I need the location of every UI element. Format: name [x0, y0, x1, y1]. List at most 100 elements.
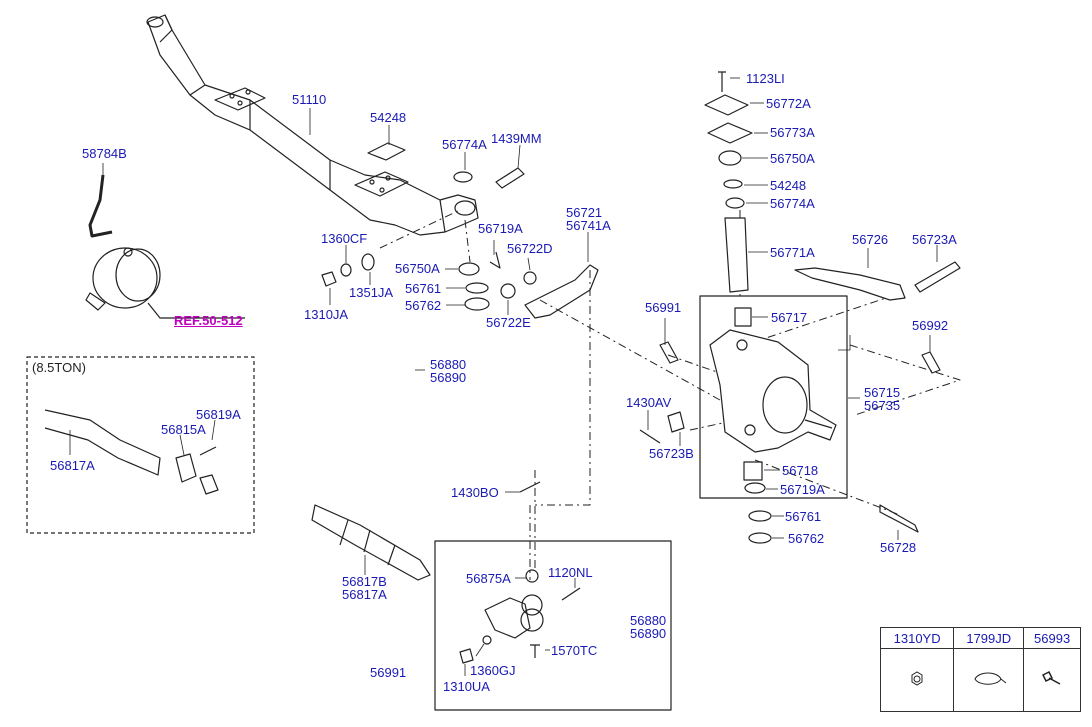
gasket-56773a [707, 122, 753, 144]
label-56815a[interactable]: 56815A [161, 422, 206, 437]
bolt-1123li [718, 71, 726, 92]
nut-icon [911, 670, 923, 686]
label-51110[interactable]: 51110 [292, 92, 327, 107]
legend-header-56993[interactable]: 56993 [1023, 627, 1081, 649]
label-56722d[interactable]: 56722D [507, 241, 553, 256]
washer-56774a-mid [453, 171, 473, 183]
nut-56723b [667, 411, 685, 433]
label-56771a[interactable]: 56771A [770, 245, 815, 260]
legend-header-1799jd[interactable]: 1799JD [953, 627, 1025, 649]
label-1430av[interactable]: 1430AV [626, 395, 672, 410]
label-56719a-mid[interactable]: 56719A [478, 221, 523, 236]
oring-56719a-r [744, 482, 766, 494]
label-54248-r[interactable]: 54248 [770, 178, 807, 193]
tie-rod-end-box [434, 540, 672, 711]
label-1310ua[interactable]: 1310UA [443, 679, 490, 694]
tie-rod [311, 504, 431, 581]
label-56761-mid[interactable]: 56761 [405, 281, 442, 296]
label-56715[interactable]: 56715 [864, 385, 901, 400]
label-56890-mid[interactable]: 56890 [430, 370, 467, 385]
label-1310ja[interactable]: 1310JA [304, 307, 349, 322]
label-56718[interactable]: 56718 [782, 463, 819, 478]
label-56726[interactable]: 56726 [852, 232, 889, 247]
shim-56761-mid [465, 282, 489, 294]
label-56750a-mid[interactable]: 56750A [395, 261, 440, 276]
label-1439mm[interactable]: 1439MM [491, 131, 542, 146]
label-56890-low[interactable]: 56890 [630, 626, 667, 641]
label-1360cf[interactable]: 1360CF [321, 231, 368, 246]
tie-rod-end [484, 594, 544, 639]
label-56774a-mid[interactable]: 56774A [442, 137, 487, 152]
legend-header-1310yd[interactable]: 1310YD [879, 627, 955, 649]
legend-table: 1310YD 1799JD 56993 [879, 627, 1081, 712]
nut-56875a [525, 569, 539, 583]
label-56735[interactable]: 56735 [864, 398, 901, 413]
washer-1351ja [361, 253, 375, 271]
bolt-56991-r [659, 341, 679, 364]
label-56992[interactable]: 56992 [912, 318, 949, 333]
label-56728[interactable]: 56728 [880, 540, 917, 555]
legend-tie-cell [953, 648, 1025, 712]
label-56723b[interactable]: 56723B [649, 446, 694, 461]
label-56722e[interactable]: 56722E [486, 315, 531, 330]
variant-note: (8.5TON) [32, 360, 86, 375]
label-56741a[interactable]: 56741A [566, 218, 611, 233]
label-56762-mid[interactable]: 56762 [405, 298, 442, 313]
label-56750a-r[interactable]: 56750A [770, 151, 815, 166]
pin-1430av [639, 429, 661, 444]
bolt-icon [1042, 670, 1061, 685]
label-1120nl[interactable]: 1120NL [548, 565, 593, 580]
ball-joint-variant [199, 474, 219, 495]
seal-56750a-mid [458, 262, 480, 276]
bushing-56718 [743, 461, 763, 481]
label-56817a-variant[interactable]: 56817A [50, 458, 95, 473]
label-58784b[interactable]: 58784B [82, 146, 127, 161]
label-56721[interactable]: 56721 [566, 205, 603, 220]
cable-tie-icon [974, 672, 1007, 685]
bolt-56723a [914, 261, 961, 293]
label-1430bo[interactable]: 1430BO [451, 485, 499, 500]
label-56761-r[interactable]: 56761 [785, 509, 822, 524]
bolt-56728 [879, 504, 919, 533]
label-1360gj[interactable]: 1360GJ [470, 663, 516, 678]
label-56774a-r[interactable]: 56774A [770, 196, 815, 211]
label-56773a[interactable]: 56773A [770, 125, 815, 140]
label-56762-r[interactable]: 56762 [788, 531, 825, 546]
label-54248[interactable]: 54248 [370, 110, 407, 125]
nut-56722e [500, 283, 516, 299]
label-56717[interactable]: 56717 [771, 310, 808, 325]
tie-rod-variant [44, 409, 161, 476]
label-56723a[interactable]: 56723A [912, 232, 957, 247]
ref-leader [147, 302, 245, 319]
label-1123li[interactable]: 1123LI [746, 71, 785, 86]
label-56880-low[interactable]: 56880 [630, 613, 667, 628]
label-56719a-r[interactable]: 56719A [780, 482, 825, 497]
legend-bolt-cell [1023, 648, 1081, 712]
label-1570tc[interactable]: 1570TC [551, 643, 598, 658]
steering-arm-56721 [524, 264, 599, 319]
label-56875a[interactable]: 56875A [466, 571, 511, 586]
bolt-1570tc [530, 644, 540, 658]
bolt-56992 [921, 351, 941, 374]
bolt-1120nl [561, 587, 581, 601]
label-56880-mid[interactable]: 56880 [430, 357, 467, 372]
label-56819a[interactable]: 56819A [196, 407, 241, 422]
ref-link[interactable]: REF.50-512 [174, 313, 243, 328]
label-56772a[interactable]: 56772A [766, 96, 811, 111]
shim-56762-mid [464, 297, 490, 311]
label-1351ja[interactable]: 1351JA [349, 285, 394, 300]
variant-box [26, 356, 255, 534]
bearing-56750a-r [718, 150, 742, 166]
brake-chamber [85, 247, 161, 311]
label-56817b[interactable]: 56817B [342, 574, 387, 589]
cotter-56719a-mid [489, 251, 501, 269]
label-56991-low[interactable]: 56991 [370, 665, 407, 680]
label-56817a[interactable]: 56817A [342, 587, 387, 602]
front-axle-beam [146, 14, 479, 236]
pin-1439mm [495, 167, 525, 189]
nut-1310ja [321, 271, 337, 287]
shim-56761-r [748, 510, 772, 522]
arm-56726 [794, 267, 906, 301]
label-56991-r[interactable]: 56991 [645, 300, 682, 315]
